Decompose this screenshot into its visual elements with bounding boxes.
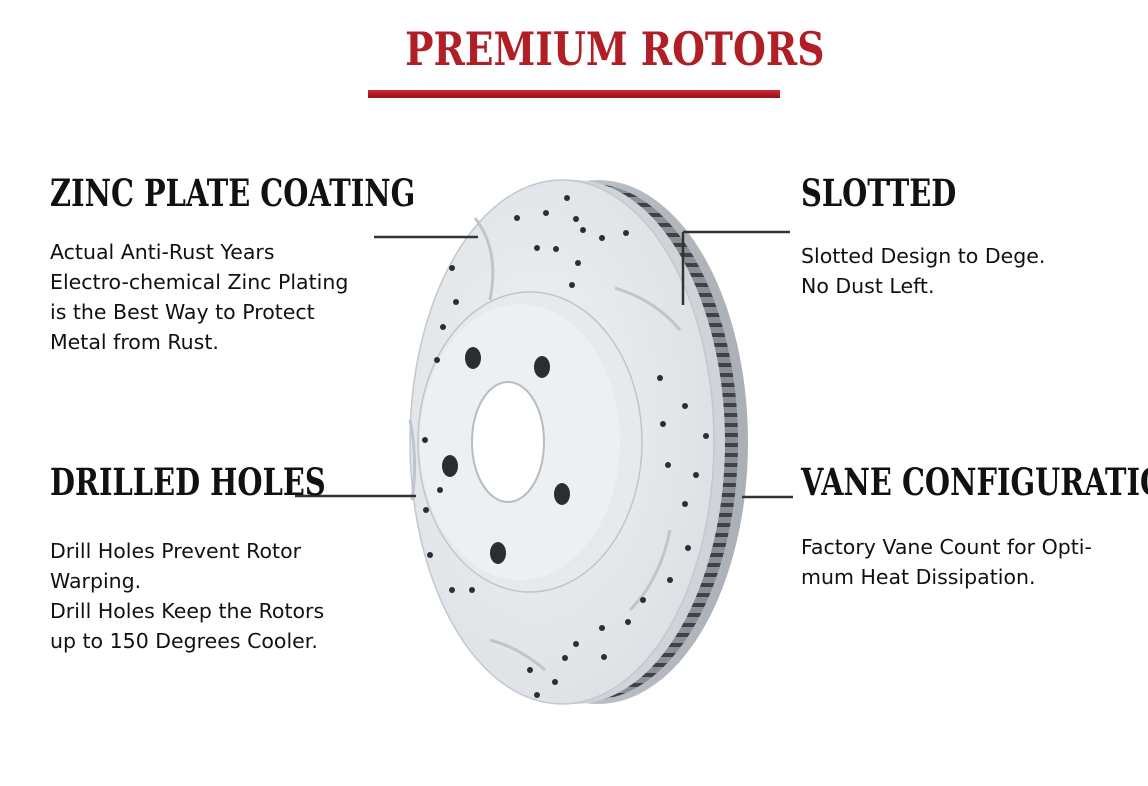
zinc-coating-description: Actual Anti-Rust Years Electro-chemical …	[50, 237, 348, 357]
vane-line: mum Heat Dissipation.	[801, 565, 1036, 589]
zinc-line: Actual Anti-Rust Years	[50, 240, 275, 264]
zinc-line: Metal from Rust.	[50, 330, 219, 354]
zinc-line: Electro-chemical Zinc Plating	[50, 270, 349, 294]
title-underline	[368, 90, 780, 98]
zinc-line: is the Best Way to Protect	[50, 300, 315, 324]
drilled-line: Drill Holes Prevent Rotor	[50, 539, 302, 563]
brake-rotor-image	[408, 179, 748, 705]
drilled-holes-description: Drill Holes Prevent Rotor Warping. Drill…	[50, 536, 324, 656]
slotted-heading: SLOTTED	[801, 171, 957, 215]
drilled-holes-heading: DRILLED HOLES	[50, 460, 326, 504]
vane-configuration-description: Factory Vane Count for Opti- mum Heat Di…	[801, 532, 1092, 592]
vane-line: Factory Vane Count for Opti-	[801, 535, 1092, 559]
zinc-coating-heading: ZINC PLATE COATING	[50, 171, 416, 215]
drilled-line: Drill Holes Keep the Rotors	[50, 599, 325, 623]
slotted-description: Slotted Design to Dege. No Dust Left.	[801, 241, 1045, 301]
vane-configuration-heading: VANE CONFIGURATION	[801, 460, 1148, 504]
drilled-line: up to 150 Degrees Cooler.	[50, 629, 318, 653]
drilled-line: Warping.	[50, 569, 142, 593]
page-title: PREMIUM ROTORS	[405, 22, 825, 76]
slotted-line: No Dust Left.	[801, 274, 935, 298]
slotted-line: Slotted Design to Dege.	[801, 244, 1046, 268]
